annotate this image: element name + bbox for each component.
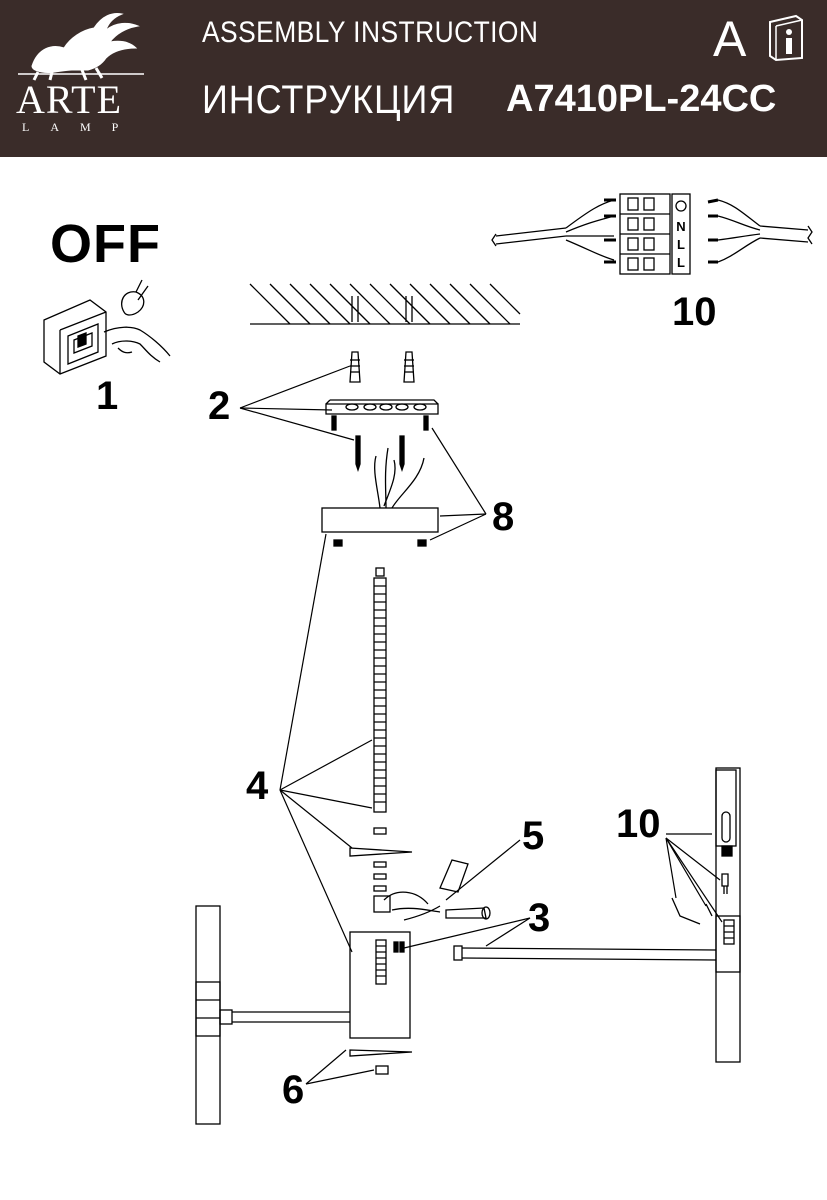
title-russian: ИНСТРУКЦИЯ: [202, 78, 456, 122]
step-10-bottom-label: 10: [616, 802, 661, 846]
step-2-label: 2: [208, 384, 231, 428]
lamp-cap-and-bulb: [671, 769, 737, 925]
step-6-label: 6: [282, 1068, 305, 1112]
wire-connectors: [373, 859, 491, 921]
left-arm: [195, 905, 350, 1125]
off-label: OFF: [50, 214, 161, 274]
doc-letter: A: [713, 11, 747, 67]
terminal-label-n: N: [676, 219, 686, 234]
central-body: [349, 931, 411, 1039]
griffin-logo-icon: [18, 13, 144, 81]
terminal-label-l2: L: [677, 255, 685, 270]
title-english: ASSEMBLY INSTRUCTION: [202, 16, 539, 49]
terminal-label-l1: L: [677, 237, 685, 252]
canopy: [321, 507, 439, 533]
step-8-label: 8: [492, 495, 515, 539]
terminal-block: [491, 193, 813, 275]
info-booklet-icon: [769, 14, 803, 62]
mounting-bracket: [325, 399, 439, 431]
step-10-top-label: 10: [672, 290, 717, 334]
brand-name: ARTE: [16, 77, 123, 122]
step-3-label: 3: [528, 896, 551, 940]
step-5-label: 5: [522, 814, 545, 858]
right-arm: [453, 767, 741, 1063]
terminal-labels: N L L: [672, 218, 690, 272]
threaded-rod: [373, 567, 387, 835]
brand-subtitle: LAMP: [22, 120, 140, 134]
assembly-diagram: [43, 193, 813, 1125]
wall-plug-icon: [349, 351, 415, 383]
wall-switch-icon: [43, 299, 107, 375]
step-4-label: 4: [246, 764, 269, 808]
ceiling-hatch: [249, 283, 521, 325]
header-banner: ARTE LAMP ASSEMBLY INSTRUCTION ИНСТРУКЦИ…: [0, 0, 827, 157]
step-1-label: 1: [96, 374, 119, 418]
screw-icon: [355, 435, 405, 473]
model-number: A7410PL-24CC: [506, 78, 777, 120]
hand-icon: [103, 279, 171, 363]
